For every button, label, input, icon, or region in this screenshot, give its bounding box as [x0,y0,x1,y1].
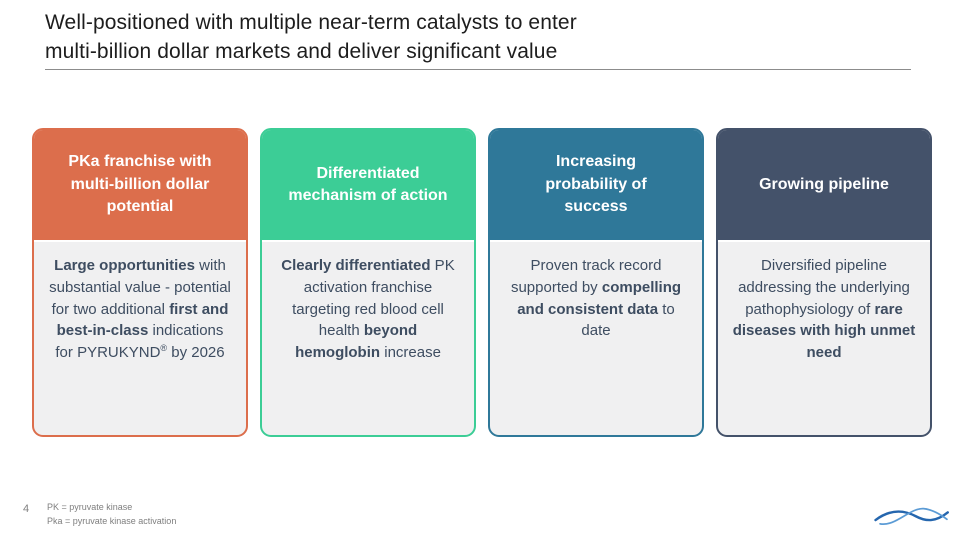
card-header-label: Growing pipeline [759,175,889,193]
card-differentiated-mechanism: Differentiated mechanism of action Clear… [260,128,476,437]
card-header: Increasing probability of success [490,130,702,242]
catalyst-cards: PKa franchise with multi-billion dollar … [32,128,932,437]
card-body-text: Large opportunities with substantial val… [49,257,231,361]
card-body-text: Clearly differentiated PK activation fra… [281,257,455,361]
card-body: Diversified pipeline addressing the unde… [718,242,930,435]
wave-logo-icon [874,507,949,525]
title-divider [45,69,911,70]
card-growing-pipeline: Growing pipeline Diversified pipeline ad… [716,128,932,437]
card-header: Differentiated mechanism of action [262,130,474,242]
slide-title: Well-positioned with multiple near-term … [45,11,577,63]
card-body: Large opportunities with substantial val… [34,242,246,435]
page-number: 4 [23,503,30,515]
card-body-text: Diversified pipeline addressing the unde… [732,257,916,361]
card-header-label: Differentiated mechanism of action [288,164,448,204]
card-probability-of-success: Increasing probability of success Proven… [488,128,704,437]
card-body-text: Proven track record supported by compell… [510,257,682,340]
card-header-label: PKa franchise with multi-billion dollar … [68,153,212,216]
card-header: Growing pipeline [718,130,930,242]
card-body: Proven track record supported by compell… [490,242,702,435]
card-header: PKa franchise with multi-billion dollar … [34,130,246,242]
card-body: Clearly differentiated PK activation fra… [262,242,474,435]
footnote: PK = pyruvate kinase Pka = pyruvate kina… [47,502,177,526]
card-pka-franchise: PKa franchise with multi-billion dollar … [32,128,248,437]
card-header-label: Increasing probability of success [545,153,647,216]
